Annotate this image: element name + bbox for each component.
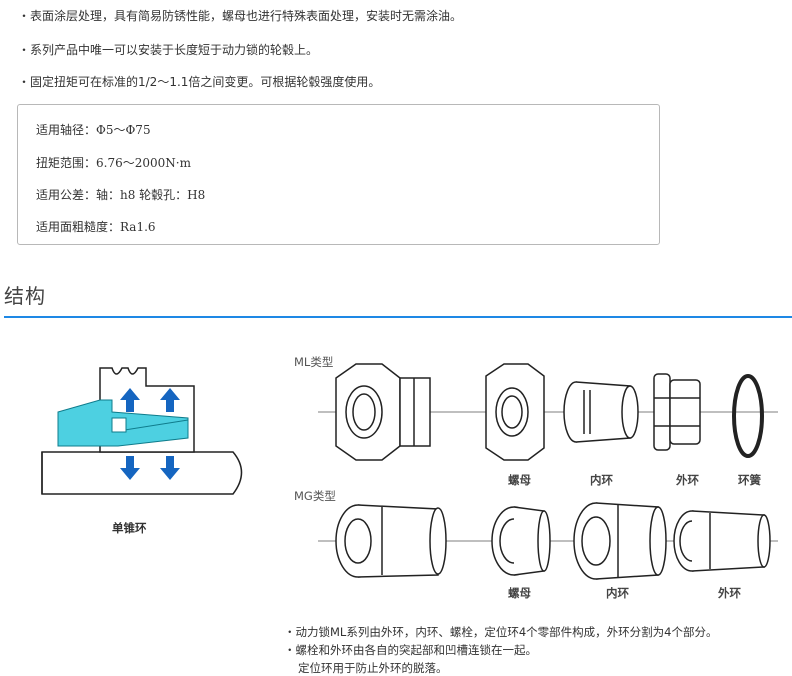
ml-type-title: ML类型 bbox=[294, 355, 334, 369]
ml-label-nut: 螺母 bbox=[508, 473, 531, 487]
feature-bullet-3: ・固定扭矩可在标准的1/2～1.1倍之间变更。可根据轮毂强度使用。 bbox=[18, 75, 381, 89]
ml-label-outer-ring: 外环 bbox=[676, 473, 699, 487]
structure-note-2: ・螺栓和外环由各自的突起部和凹槽连锁在一起。 bbox=[284, 643, 537, 657]
ml-label-ring-spring: 环簧 bbox=[738, 473, 761, 487]
feature-bullet-1: ・表面涂层处理，具有简易防锈性能，螺母也进行特殊表面处理，安装时无需涂油。 bbox=[18, 9, 463, 23]
spec-shaft-diameter: 适用轴径：Φ5～Φ75 bbox=[36, 123, 151, 137]
mg-type-exploded-view bbox=[318, 502, 778, 580]
section-title: 结构 bbox=[4, 284, 46, 308]
spec-torque-range: 扭矩范围：6.76～2000N·m bbox=[36, 156, 191, 170]
ml-label-inner-ring: 内环 bbox=[590, 473, 613, 487]
spec-tolerance: 适用公差：轴：h8 轮毂孔：H8 bbox=[36, 188, 206, 202]
single-cone-ring-diagram bbox=[41, 367, 243, 495]
spec-box: 适用轴径：Φ5～Φ75 扭矩范围：6.76～2000N·m 适用公差：轴：h8 … bbox=[17, 104, 660, 245]
section-divider bbox=[4, 316, 792, 318]
structure-note-3: 定位环用于防止外环的脱落。 bbox=[298, 661, 448, 675]
mg-type-title: MG类型 bbox=[294, 489, 336, 503]
mg-label-inner-ring: 内环 bbox=[606, 586, 629, 600]
ml-type-exploded-view bbox=[318, 363, 778, 461]
single-cone-ring-caption: 单锥环 bbox=[112, 521, 147, 535]
spec-roughness: 适用面粗糙度：Ra1.6 bbox=[36, 220, 156, 234]
structure-note-1: ・动力锁ML系列由外环，内环、螺栓，定位环4个零部件构成，外环分割为4个部分。 bbox=[284, 625, 718, 639]
mg-label-outer-ring: 外环 bbox=[718, 586, 741, 600]
feature-bullet-2: ・系列产品中唯一可以安装于长度短于动力锁的轮毂上。 bbox=[18, 43, 319, 57]
mg-label-nut: 螺母 bbox=[508, 586, 531, 600]
